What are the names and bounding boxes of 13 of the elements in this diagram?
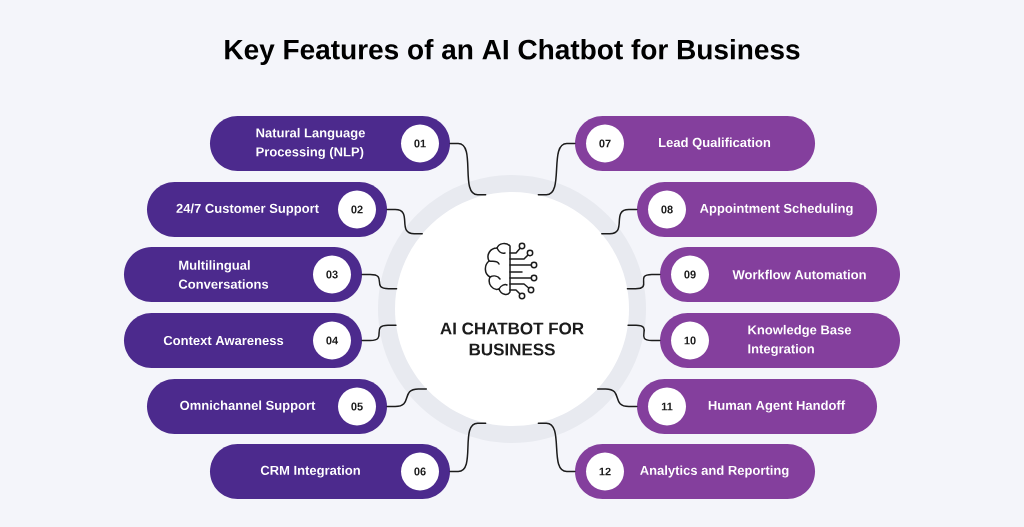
connector-line [596,388,638,408]
connector-line [386,388,428,408]
connector-line [601,208,638,235]
connector-line [449,422,487,473]
connector-line [537,142,576,196]
connector-line [627,324,661,342]
connector-line [361,273,398,290]
connector-line [386,208,423,235]
connector-line [626,273,661,290]
title: Key Features of an AI Chatbot for Business [225,38,800,66]
connector-line [537,422,576,473]
connector-line [361,324,397,342]
connector-line [449,142,487,196]
